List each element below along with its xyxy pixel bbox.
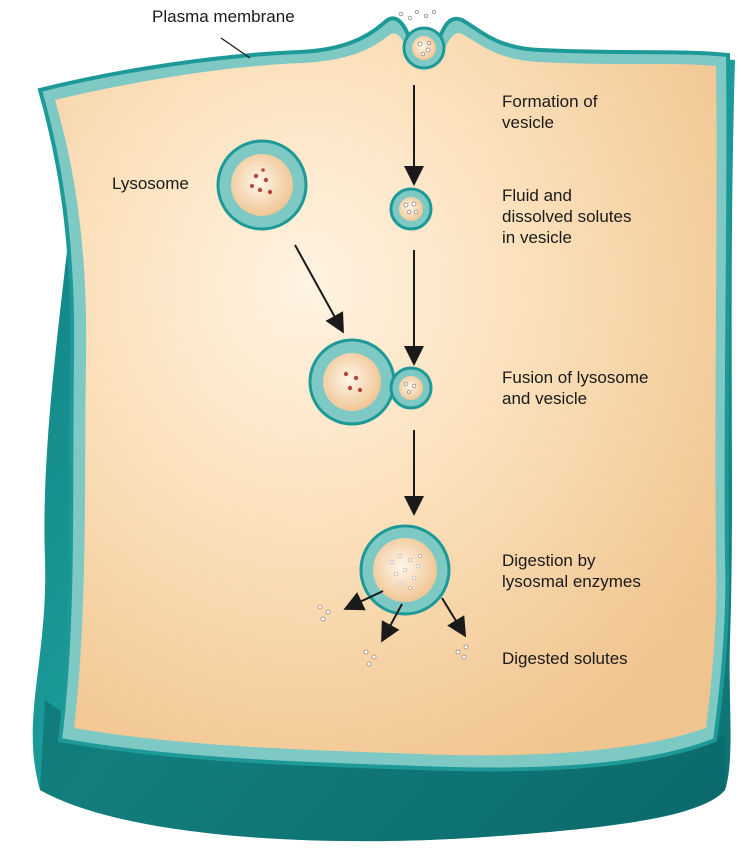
extracellular-solutes	[399, 10, 435, 19]
label-fusion: Fusion of lysosome and vesicle	[502, 367, 648, 409]
label-digestion: Digestion by lysosmal enzymes	[502, 550, 641, 592]
lysosome	[218, 141, 306, 229]
label-formation-of-vesicle: Formation of vesicle	[502, 91, 597, 133]
label-plasma-membrane: Plasma membrane	[152, 6, 295, 27]
fluid-vesicle	[391, 189, 431, 229]
label-digested-solutes: Digested solutes	[502, 648, 628, 669]
forming-vesicle	[399, 10, 444, 68]
label-lysosome: Lysosome	[112, 173, 189, 194]
label-fluid-in-vesicle: Fluid and dissolved solutes in vesicle	[502, 185, 631, 248]
digestion-vesicle	[361, 526, 449, 614]
